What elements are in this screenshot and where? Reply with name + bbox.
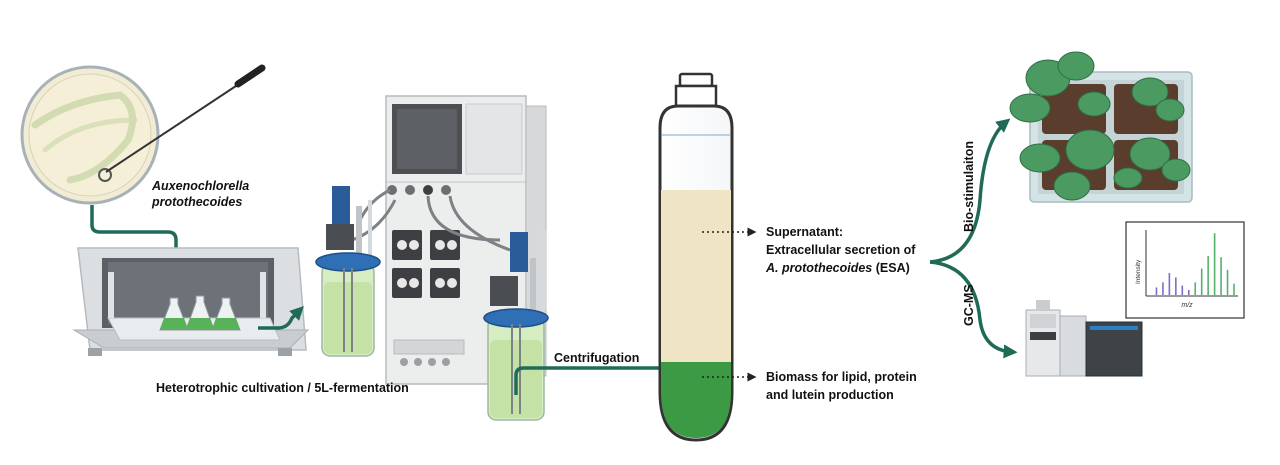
centrifugation-label: Centrifugation xyxy=(554,351,639,365)
chart-xlabel: m/z xyxy=(1181,302,1193,309)
bioreactor-vessel xyxy=(315,186,381,357)
organism-name-line2: protothecoides xyxy=(151,195,242,209)
spectrum-peaks xyxy=(1155,233,1235,295)
arrow-dish-to-incubator xyxy=(90,205,183,284)
arrow-to-biostimulation xyxy=(929,118,1011,264)
supernatant-species: A. protothecoides xyxy=(765,261,872,275)
arrow-to-gcms xyxy=(929,260,1018,359)
biostimulation-label: Bio-stimulaiton xyxy=(962,141,976,232)
gcms-instrument xyxy=(1025,300,1143,377)
arrow-incubator-to-bioreactor xyxy=(258,306,304,330)
biomass-label-line2: and lutein production xyxy=(766,388,894,402)
biomass-label-line1: Biomass for lipid, protein xyxy=(766,370,917,384)
organism-name-line1: Auxenochlorella xyxy=(151,179,249,193)
cultivation-label: Heterotrophic cultivation / 5L-fermentat… xyxy=(156,381,409,395)
flask-icon xyxy=(185,295,215,331)
flask-icon xyxy=(211,297,241,331)
petri-dish xyxy=(20,65,160,205)
plant-leaves xyxy=(1009,51,1191,201)
centrifuge-tube xyxy=(658,72,734,442)
supernatant-label-line3: A. protothecoides (ESA) xyxy=(765,261,910,275)
shaker-incubator xyxy=(72,247,310,356)
supernatant-label-line2: Extracellular secretion of xyxy=(766,243,916,257)
chart-ylabel: Intensity xyxy=(1135,259,1142,284)
supernatant-abbrev: (ESA) xyxy=(872,261,910,275)
mass-spectrum-chart: Intensity m/z xyxy=(1125,221,1245,319)
supernatant-label-line1: Supernatant: xyxy=(766,225,843,239)
inoculation-loop-icon xyxy=(105,64,266,173)
gcms-label: GC-MS xyxy=(962,284,976,326)
fermenter-control-unit xyxy=(385,95,547,385)
